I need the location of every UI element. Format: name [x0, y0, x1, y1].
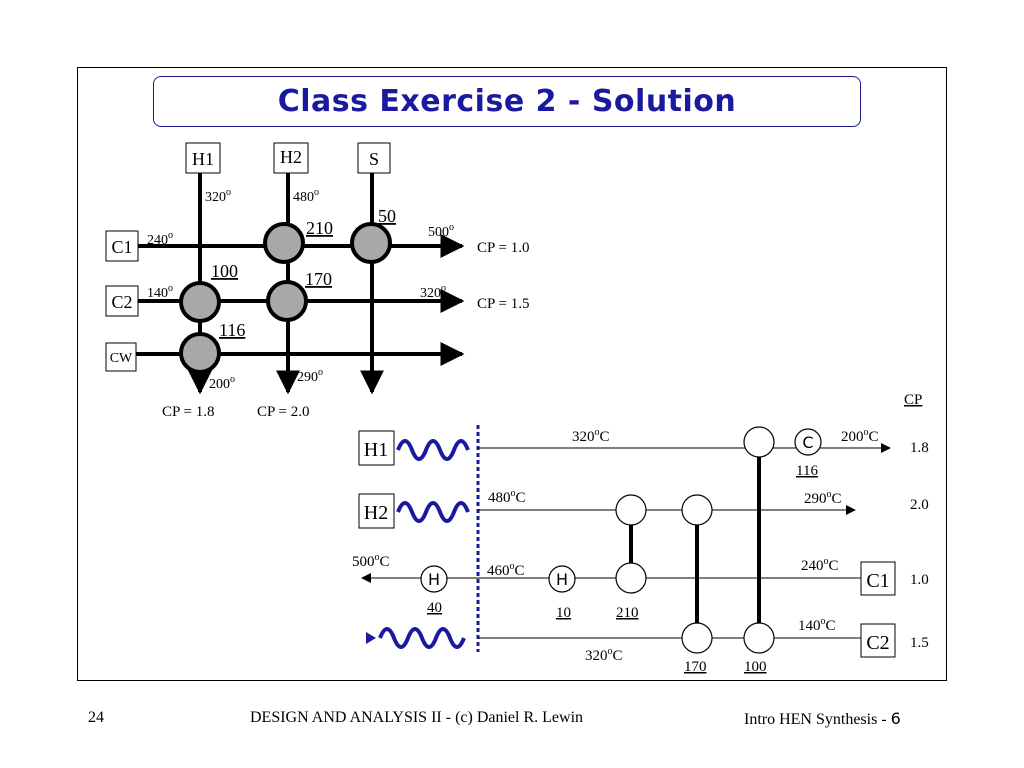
net-h1-box — [358, 430, 395, 466]
c2-cp: CP = 1.5 — [477, 296, 530, 312]
duty-210: 210 — [616, 605, 639, 621]
net-h1-outlet: 200oC — [841, 427, 879, 445]
c1-box — [105, 230, 139, 262]
network-diagram: CP H1 H2 C1 C2 C — [352, 392, 929, 675]
duty-heater-inner: 10 — [556, 605, 571, 621]
c2-wavy-line — [378, 627, 466, 649]
exchanger-h2-c1 — [263, 222, 305, 264]
cp-h2: 2.0 — [910, 497, 929, 513]
cp-h1: 1.8 — [910, 440, 929, 456]
cp-c1: 1.0 — [910, 572, 929, 588]
net-c2-inlet: 140oC — [798, 616, 836, 634]
net-h1-label: H1 — [364, 439, 388, 461]
page-number: 24 — [88, 709, 104, 726]
duty-100: 100 — [744, 659, 767, 675]
duty-s-c1: 50 — [378, 206, 396, 226]
heater-outer-letter: H — [428, 570, 440, 589]
c2-inlet-temp: 140o — [147, 283, 173, 301]
h2-box — [273, 142, 309, 174]
duty-h2-c2: 170 — [305, 269, 332, 289]
net-ex-210-c1 — [615, 562, 647, 594]
duty-h2-c1: 210 — [306, 218, 333, 238]
net-c2-label: C2 — [866, 632, 889, 654]
h2-label: H2 — [280, 147, 302, 167]
h2-outlet-temp: 290o — [297, 367, 323, 385]
h1-wavy-line — [396, 439, 470, 461]
net-h2-inlet: 480oC — [488, 488, 526, 506]
heater-outer-icon — [420, 565, 448, 593]
grid-diagram: H1 H2 S C1 C2 CW 210 50 100 170 116 320o — [105, 142, 530, 420]
c1-outlet-temp: 500o — [428, 222, 454, 240]
net-c1-box — [860, 561, 896, 596]
heater-inner-icon — [548, 565, 576, 593]
exchanger-h1-c2 — [179, 281, 221, 323]
cp-c2: 1.5 — [910, 635, 929, 651]
c1-label: C1 — [111, 237, 132, 257]
cw-box — [105, 342, 137, 372]
title-box: Class Exercise 2 - Solution — [153, 76, 861, 127]
cooler-icon — [794, 428, 822, 456]
net-h1-inlet: 320oC — [572, 427, 610, 445]
h1-outlet-temp: 200o — [209, 374, 235, 392]
duty-cooler: 116 — [796, 463, 818, 479]
footer-section-text: Intro HEN Synthesis - — [744, 711, 891, 728]
exchanger-h2-c2 — [266, 280, 308, 322]
h1-label: H1 — [192, 149, 214, 169]
net-c1-label: C1 — [866, 570, 889, 592]
net-h2-outlet: 290oC — [804, 489, 842, 507]
h2-wavy-line — [396, 501, 470, 523]
h1-cp: CP = 1.8 — [162, 404, 215, 420]
net-c1-mid: 460oC — [487, 561, 525, 579]
cp-header: CP — [904, 392, 922, 408]
c1-cp: CP = 1.0 — [477, 240, 530, 256]
footer-slide-number: 6 — [890, 709, 901, 728]
net-c2-outlet: 320oC — [585, 646, 623, 664]
heater-inner-letter: H — [556, 570, 568, 589]
footer-section: Intro HEN Synthesis - 6 — [744, 709, 901, 729]
heater-s-c1 — [350, 222, 392, 264]
h2-inlet-temp: 480o — [293, 187, 319, 205]
steam-label: S — [369, 149, 379, 169]
net-c1-outlet: 500oC — [352, 552, 390, 570]
net-c2-box — [860, 623, 896, 658]
net-ex-100-h1 — [743, 426, 775, 458]
c2-wavy-arrow — [366, 632, 376, 644]
h1-box — [185, 142, 221, 174]
c2-outlet-temp: 320o — [420, 283, 446, 301]
c1-inlet-temp: 240o — [147, 230, 173, 248]
net-ex-170-h2 — [681, 494, 713, 526]
net-ex-170-c2 — [681, 622, 713, 654]
net-h2-label: H2 — [364, 502, 388, 524]
duty-h1-cw: 116 — [219, 320, 245, 340]
h1-inlet-temp: 320o — [205, 187, 231, 205]
duty-heater-outer: 40 — [427, 600, 442, 616]
cooler-letter: C — [802, 433, 813, 452]
net-h2-box — [358, 493, 395, 529]
h2-cp: CP = 2.0 — [257, 404, 310, 420]
c2-label: C2 — [111, 292, 132, 312]
cw-label: CW — [110, 351, 133, 366]
duty-h1-c2: 100 — [211, 261, 238, 281]
duty-170: 170 — [684, 659, 707, 675]
slide-frame — [77, 67, 947, 681]
net-ex-210-h2 — [615, 494, 647, 526]
net-c1-inlet: 240oC — [801, 556, 839, 574]
footer-copyright: DESIGN AND ANALYSIS II - (c) Daniel R. L… — [250, 709, 584, 726]
net-ex-100-c2 — [743, 622, 775, 654]
slide-title: Class Exercise 2 - Solution — [277, 84, 737, 119]
cooler-h1-cw — [179, 332, 221, 374]
